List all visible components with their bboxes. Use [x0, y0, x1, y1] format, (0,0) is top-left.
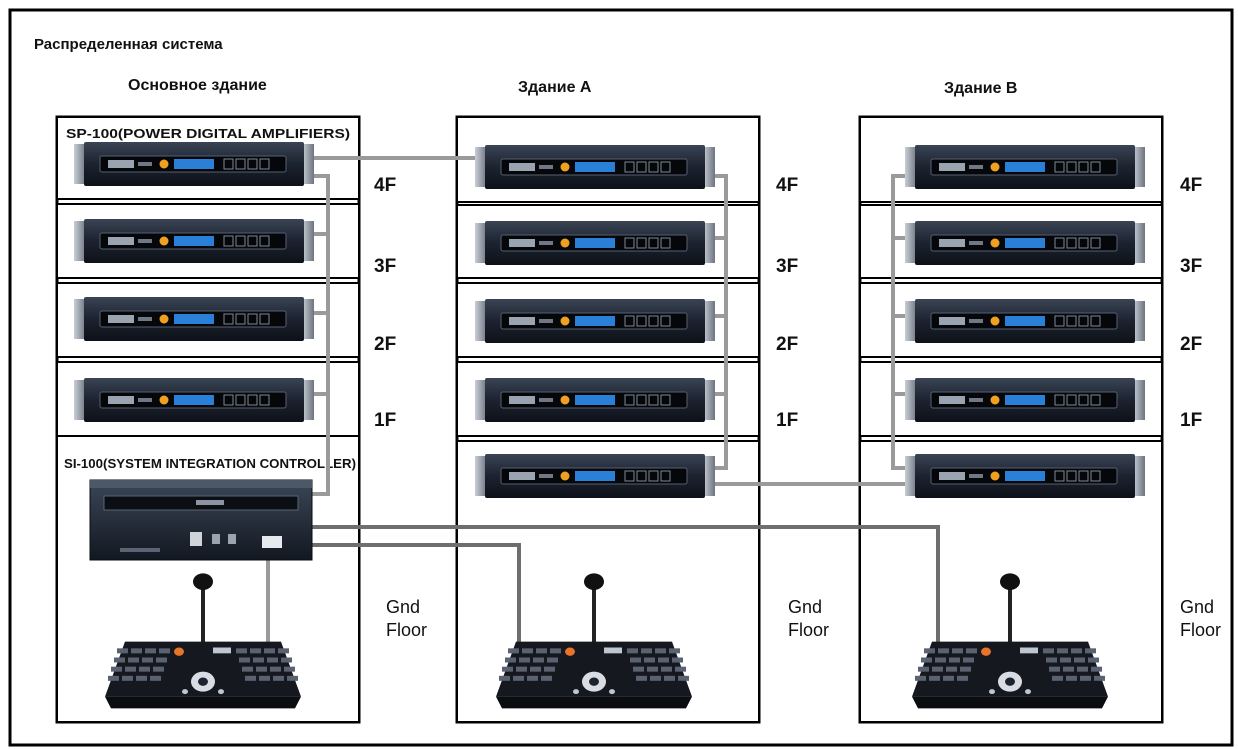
- cable-main-1f-controller: [305, 392, 330, 496]
- floor-label-a-1f: 1F: [776, 410, 798, 431]
- amplifier-b-1f: [905, 378, 1145, 422]
- amplifier-a-1f: [475, 378, 715, 422]
- building-b-name: Здание В: [944, 80, 1017, 97]
- floor-label-main-2f: 2F: [374, 334, 396, 355]
- cable-controller-to-console-b: [312, 525, 940, 648]
- cable-controller-to-console-a: [312, 543, 521, 648]
- amplifier-b-ground: [905, 454, 1145, 498]
- floor-label-b-2f: 2F: [1180, 334, 1202, 355]
- ground-label-a-line2: Floor: [788, 620, 829, 640]
- amplifier-b-3f: [905, 221, 1145, 265]
- cable-a-1f-g: [708, 392, 728, 470]
- ground-label-main-line2: Floor: [386, 620, 427, 640]
- controller-model-label: SI-100(SYSTEM INTEGRATION CONTROLLER): [64, 456, 356, 471]
- amplifier-a-2f: [475, 299, 715, 343]
- ground-label-b-line1: Gnd: [1180, 597, 1214, 617]
- ground-label-b-line2: Floor: [1180, 620, 1221, 640]
- diagram-title: Распределенная система: [34, 36, 223, 53]
- amplifier-model-label: SP-100(POWER DIGITAL AMPLIFIERS): [66, 126, 350, 141]
- amplifier-a-3f: [475, 221, 715, 265]
- floor-label-main-1f: 1F: [374, 410, 396, 431]
- ground-label-main-line1: Gnd: [386, 597, 420, 617]
- building-main-name: Основное здание: [128, 77, 267, 94]
- floor-label-a-2f: 2F: [776, 334, 798, 355]
- floor-labels-b: 4F 3F 2F 1F Gnd Floor: [1180, 175, 1221, 640]
- amplifier-b-2f: [905, 299, 1145, 343]
- amplifier-a-4f: [475, 145, 715, 189]
- cabling: [266, 156, 940, 648]
- floor-label-main-4f: 4F: [374, 175, 396, 196]
- amplifier-main-3f: [74, 219, 314, 263]
- ground-label-a-line1: Gnd: [788, 597, 822, 617]
- system-integration-controller: [89, 479, 313, 561]
- building-a-name: Здание А: [518, 79, 592, 96]
- amplifier-main-2f: [74, 297, 314, 341]
- cable-b-3f-4f: [891, 174, 912, 240]
- floor-labels-a: 4F 3F 2F 1F Gnd Floor: [776, 175, 829, 640]
- amplifier-main-4f: [74, 142, 314, 186]
- floor-label-a-4f: 4F: [776, 175, 798, 196]
- floor-label-b-1f: 1F: [1180, 410, 1202, 431]
- floor-label-b-3f: 3F: [1180, 256, 1202, 277]
- floor-labels-main: 4F 3F 2F 1F Gnd Floor: [374, 175, 427, 640]
- amplifier-a-ground: [475, 454, 715, 498]
- amplifier-b-4f: [905, 145, 1145, 189]
- floor-label-main-3f: 3F: [374, 256, 396, 277]
- floor-label-b-4f: 4F: [1180, 175, 1202, 196]
- floor-label-a-3f: 3F: [776, 256, 798, 277]
- amplifier-main-1f: [74, 378, 314, 422]
